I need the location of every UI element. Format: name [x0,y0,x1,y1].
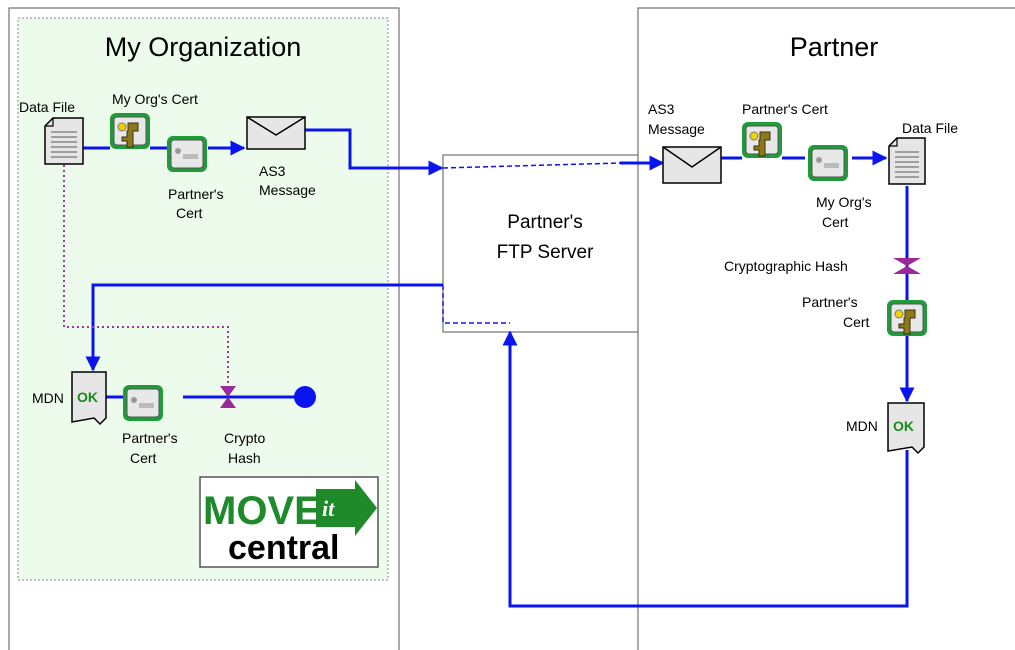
crypto-hash-label-line2: Hash [228,450,261,466]
partner-cert2-label-line2: Cert [843,314,870,330]
data-file-label: Data File [19,99,75,115]
mdn-partner-cert-icon [122,384,164,422]
partner-mdn-ok-text: OK [893,418,914,434]
hash-dotted-line [63,165,229,396]
crypto-hash-icon [220,386,236,408]
mdn-ok-icon: OK [71,371,107,426]
partner-cert-key2-icon [886,299,928,337]
partner-cert-label-line1: Partner's [168,186,224,202]
partner-mdn-ok-icon: OK [887,402,925,455]
end-point-dot [294,386,316,408]
partner-cert2-label-line1: Partner's [802,294,858,310]
partner-crypto-hash-icon [893,258,921,274]
svg-text:it: it [322,496,335,521]
partner-my-org-cert-label-line1: My Org's [816,194,872,210]
partner-as3-label-line2: Message [648,121,705,137]
ftp-server-label-line1: Partner's [507,212,582,233]
my-org-cert-label: My Org's Cert [112,91,198,107]
partner-cert-key-label: Partner's Cert [742,101,828,117]
partner-data-file-label: Data File [902,120,958,136]
partner-crypto-hash-label: Cryptographic Hash [724,258,848,274]
partner-my-org-cert-icon [807,144,849,182]
mdn-ok-text: OK [77,389,98,405]
mdn-partner-cert-label-line2: Cert [130,450,157,466]
moveit-central-logo: MOVE it central [199,476,379,568]
partner-cert-icon [166,135,208,173]
partner-zone [637,7,1015,650]
data-file-icon [44,117,84,165]
my-org-title: My Organization [105,32,302,62]
ftp-dashed-lines [442,162,621,324]
crypto-hash-label-line1: Crypto [224,430,265,446]
my-org-cert-icon [109,112,151,150]
mdn-partner-cert-label-line1: Partner's [122,430,178,446]
flow-lines [83,128,915,608]
partner-cert-key-icon [741,121,783,159]
svg-text:MOVE: MOVE [203,489,321,533]
svg-text:central: central [228,529,340,567]
partner-title: Partner [790,32,879,62]
partner-my-org-cert-label-line2: Cert [822,214,849,230]
partner-as3-message-icon [662,146,722,184]
partner-data-file-icon [888,137,926,185]
mdn-label: MDN [32,390,64,406]
ftp-server-box [442,154,639,333]
partner-cert-label-line2: Cert [176,205,203,221]
partner-mdn-label: MDN [846,418,878,434]
ftp-server-label-line2: FTP Server [497,242,594,263]
as3-message-label-line2: Message [259,182,316,198]
as3-message-icon [246,116,306,150]
as3-message-label-line1: AS3 [259,163,286,179]
partner-as3-label-line1: AS3 [648,101,675,117]
